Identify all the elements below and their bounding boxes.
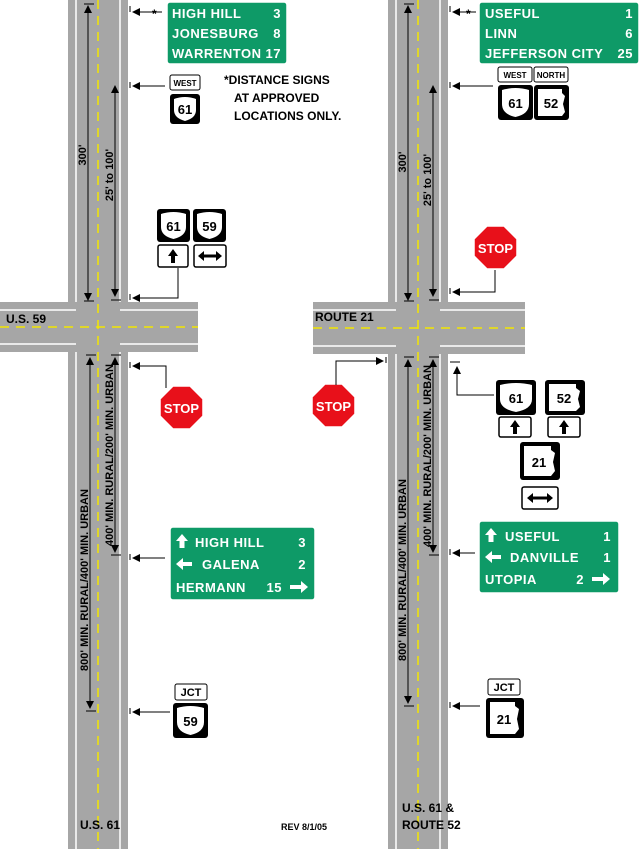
right-stop-sign-top <box>473 225 518 270</box>
right-stop-sign-left <box>311 383 356 428</box>
left-dim-300: 300' <box>77 144 89 165</box>
right-west-plaque <box>497 66 533 83</box>
left-note-line-1: *DISTANCE SIGNS <box>224 73 330 87</box>
right-jct-plaque <box>487 678 521 696</box>
right-road-label-line-1: U.S. 61 & <box>402 801 454 815</box>
left-route-shield-61: 61 <box>178 102 192 117</box>
right-top-sign-name-1: USEFUL <box>485 6 540 21</box>
right-asterisk: * <box>466 7 471 21</box>
left-jct-text: JCT <box>181 687 202 699</box>
right-intersection: USEFUL 1 LINN 6 JEFFERSON CITY 25 * WEST… <box>311 0 640 849</box>
arrow-left-icon <box>485 551 501 563</box>
right-top-sign-name-2: LINN <box>485 26 517 41</box>
left-jct-plaque <box>174 683 208 701</box>
right-route-shield-61: 61 <box>508 96 522 111</box>
left-west-plaque-text: WEST <box>173 79 196 88</box>
left-note-line-2: AT APPROVED <box>234 91 320 105</box>
right-dest-miles-2: 1 <box>603 550 611 565</box>
left-dim-400-200: 400' MIN. RURAL/200' MIN. URBAN <box>104 364 116 546</box>
right-jct-text: JCT <box>494 682 515 694</box>
us-shield-icon <box>502 88 529 117</box>
left-dest-name-2: GALENA <box>202 557 260 572</box>
left-stop-text: STOP <box>164 401 199 416</box>
arrow-up-icon <box>559 420 569 434</box>
us-shield-icon <box>161 212 186 239</box>
arrow-up-icon <box>168 249 178 263</box>
us-shield-icon <box>177 706 204 735</box>
right-dest-name-3: UTOPIA <box>485 572 537 587</box>
right-junction-shield-21: 21 <box>532 455 546 470</box>
arrow-left-right-icon <box>527 493 553 503</box>
left-note-line-3: LOCATIONS ONLY. <box>234 109 341 123</box>
state-shield-icon <box>524 446 555 476</box>
arrow-up-icon <box>176 534 188 548</box>
right-north-plaque-text: NORTH <box>537 71 566 80</box>
us-shield-icon <box>500 383 532 412</box>
right-stop-top-text: STOP <box>478 241 513 256</box>
right-jct-shield-21: 21 <box>497 712 511 727</box>
right-dest-name-1: USEFUL <box>505 529 560 544</box>
right-destination-sign <box>478 520 620 594</box>
right-dim-400-200: 400' MIN. RURAL/200' MIN. URBAN <box>422 365 434 547</box>
left-dim-25-100: 25' to 100' <box>104 148 116 201</box>
right-top-sign-name-3: JEFFERSON CITY <box>485 46 603 61</box>
left-top-sign-miles-2: 8 <box>273 26 281 41</box>
left-dim-800-400: 800' MIN. RURAL/400' MIN. URBAN <box>79 489 91 671</box>
right-road-label-line-2: ROUTE 52 <box>402 818 461 832</box>
left-asterisk: * <box>152 7 157 21</box>
left-top-sign-name-3: WARRENTON <box>172 46 261 61</box>
right-dest-miles-1: 1 <box>603 529 611 544</box>
right-dim-300: 300' <box>397 151 409 172</box>
us-shield-icon <box>197 212 222 239</box>
left-road-label: U.S. 61 <box>80 818 120 832</box>
right-dest-miles-3: 2 <box>576 572 584 587</box>
left-destination-sign <box>169 526 316 601</box>
left-top-sign-name-1: HIGH HILL <box>172 6 242 21</box>
left-top-sign-miles-3: 17 <box>266 46 281 61</box>
right-top-sign-miles-2: 6 <box>625 26 633 41</box>
arrow-right-icon <box>592 573 610 585</box>
state-shield-icon <box>538 89 565 116</box>
left-junction-shield-59: 59 <box>202 219 216 234</box>
arrow-up-icon <box>510 420 520 434</box>
right-top-sign-miles-1: 1 <box>625 6 633 21</box>
right-junction-shield-52: 52 <box>557 391 571 406</box>
right-top-distance-sign <box>478 1 640 65</box>
right-route-shield-52: 52 <box>544 96 558 111</box>
arrow-left-right-icon <box>198 251 222 261</box>
state-shield-icon <box>549 384 580 411</box>
left-dest-name-1: HIGH HILL <box>195 535 265 550</box>
left-dest-miles-1: 3 <box>298 535 306 550</box>
left-intersection: HIGH HILL 3 JONESBURG 8 WARRENTON 17 * W… <box>0 0 341 849</box>
arrow-up-icon <box>485 528 497 542</box>
left-junction-shield-61: 61 <box>166 219 180 234</box>
left-top-sign-miles-1: 3 <box>273 6 281 21</box>
left-dest-miles-3: 15 <box>267 580 282 595</box>
right-dest-name-2: DANVILLE <box>510 550 579 565</box>
left-top-distance-sign <box>166 1 288 65</box>
right-stop-left-text: STOP <box>316 399 351 414</box>
right-north-plaque <box>533 66 569 83</box>
left-top-sign-name-2: JONESBURG <box>172 26 259 41</box>
arrow-left-icon <box>176 558 192 570</box>
left-dest-miles-2: 2 <box>298 557 306 572</box>
left-dest-name-3: HERMANN <box>176 580 246 595</box>
arrow-right-icon <box>290 581 308 593</box>
right-west-plaque-text: WEST <box>503 71 526 80</box>
state-shield-icon <box>490 702 519 734</box>
right-dim-800-400: 800' MIN. RURAL/400' MIN. URBAN <box>397 479 409 661</box>
revision-date: REV 8/1/05 <box>281 822 327 832</box>
right-cross-road-label: ROUTE 21 <box>315 310 374 324</box>
left-stop-sign <box>159 385 204 430</box>
left-west-plaque <box>169 74 201 91</box>
right-junction-shield-61: 61 <box>509 391 523 406</box>
right-top-sign-miles-3: 25 <box>618 46 633 61</box>
left-cross-road-label: U.S. 59 <box>6 312 46 326</box>
us-shield-icon <box>174 97 196 121</box>
left-jct-shield-59: 59 <box>183 714 197 729</box>
right-dim-25-100: 25' to 100' <box>422 153 434 206</box>
